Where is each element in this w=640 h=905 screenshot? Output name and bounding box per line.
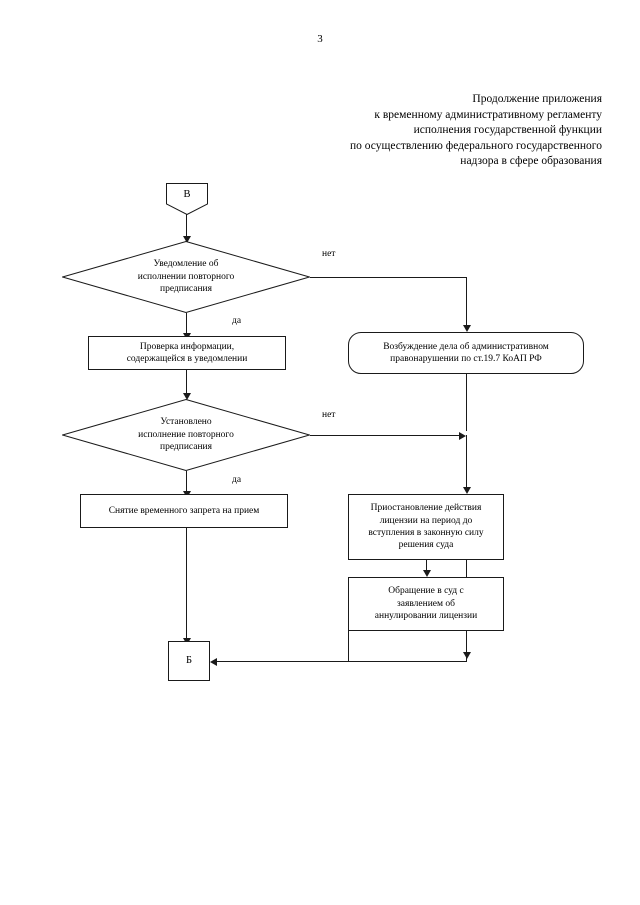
header-line-3: исполнения государственной функции xyxy=(413,124,602,137)
arrow-merge-to-end xyxy=(210,657,217,666)
flow-node-decision-notification: Уведомление об исполнении повторного пре… xyxy=(62,241,310,313)
flow-node-process-court-appeal-line-2: заявлением об xyxy=(396,598,455,609)
flow-node-decision-compliance-established-label: Установлено исполнение повторного предпи… xyxy=(138,417,234,453)
arrow-suspend-to-court xyxy=(422,570,431,577)
edge-suspend-to-court xyxy=(426,560,427,573)
diamond-shape xyxy=(62,241,310,313)
flow-node-process-check-information-line-2: содержащейся в уведомлении xyxy=(126,354,248,364)
flow-node-decision-compliance-established: Установлено исполнение повторного предпи… xyxy=(62,399,310,471)
arrow-start-to-decision1 xyxy=(182,236,191,243)
edge-label-decision2-no: нет xyxy=(322,410,336,420)
edge-decision1-yes-vertical xyxy=(186,313,187,337)
flow-node-decision-notification-label: Уведомление об исполнении повторного пре… xyxy=(137,259,235,295)
edge-start-to-decision1 xyxy=(186,214,187,239)
edge-court-down xyxy=(348,631,349,661)
edge-label-decision1-yes: да xyxy=(232,316,242,326)
flow-node-process-lift-temporary-ban-label: Снятие временного запрета на прием xyxy=(108,505,260,516)
flow-node-process-court-appeal-line-3: аннулировании лицензии xyxy=(374,611,478,622)
arrow-right-rail-merge xyxy=(462,652,471,659)
flow-node-end-connector: Б xyxy=(168,641,210,681)
edge-merge-to-end xyxy=(212,661,467,662)
header-line-1: Продолжение приложения xyxy=(472,93,602,105)
edge-label-decision1-no: нет xyxy=(322,249,336,259)
flow-node-start-connector: В xyxy=(166,183,208,215)
arrow-decision1-no xyxy=(462,325,471,332)
edge-liftban-to-end xyxy=(186,528,187,641)
flow-node-process-administrative-case-line-1: Возбуждение дела об административном xyxy=(383,341,549,352)
flow-node-process-court-appeal-line-1: Обращение в суд с xyxy=(388,586,464,597)
flow-node-process-suspend-license-line-1: Приостановление действия xyxy=(370,503,482,514)
diamond-shape xyxy=(62,399,310,471)
flow-node-process-administrative-case: Возбуждение дела об административном пра… xyxy=(348,332,584,374)
flow-node-process-check-information: Проверка информации, содержащейся в увед… xyxy=(88,336,286,370)
edge-decision1-no-horizontal xyxy=(310,277,467,278)
edge-decision2-no-horizontal xyxy=(310,435,460,436)
flow-node-process-court-appeal: Обращение в суд с заявлением об аннулиро… xyxy=(348,577,504,631)
flow-node-process-suspend-license-line-4: решения суда xyxy=(398,540,454,551)
header-line-4: по осуществлению федерального государств… xyxy=(349,139,602,152)
edge-check-to-decision2 xyxy=(186,370,187,396)
arrow-decision2-no xyxy=(459,431,466,440)
document-header: Продолжение приложения к временному адми… xyxy=(272,92,602,170)
flow-node-process-suspend-license: Приостановление действия лицензии на пер… xyxy=(348,494,504,560)
arrow-right-rail-to-suspension xyxy=(462,487,471,494)
header-line-5: надзора в сфере образования xyxy=(460,155,602,168)
arrow-check-to-decision2 xyxy=(182,393,191,400)
edge-label-decision2-yes: да xyxy=(232,475,242,485)
flow-node-process-suspend-license-line-2: лицензии на период до xyxy=(379,515,473,526)
edge-decision2-yes-vertical xyxy=(186,471,187,495)
flow-node-process-suspend-license-line-3: вступления в законную силу xyxy=(368,528,484,538)
edge-right-rail-to-suspension xyxy=(466,435,467,489)
header-line-2: к временному административному регламент… xyxy=(374,108,602,121)
edge-decision1-no-vertical xyxy=(466,277,467,327)
flow-node-process-administrative-case-line-2: правонарушении по ст.19.7 КоАП РФ xyxy=(390,354,542,364)
flow-node-process-check-information-line-1: Проверка информации, xyxy=(139,341,235,352)
edge-admincase-down xyxy=(466,374,467,431)
flow-node-process-lift-temporary-ban: Снятие временного запрета на прием xyxy=(80,494,288,528)
flow-node-end-connector-label: Б xyxy=(185,654,193,666)
flow-node-start-connector-label: В xyxy=(183,189,191,201)
page-number: 3 xyxy=(317,33,323,45)
pentagon-shape xyxy=(166,183,208,215)
